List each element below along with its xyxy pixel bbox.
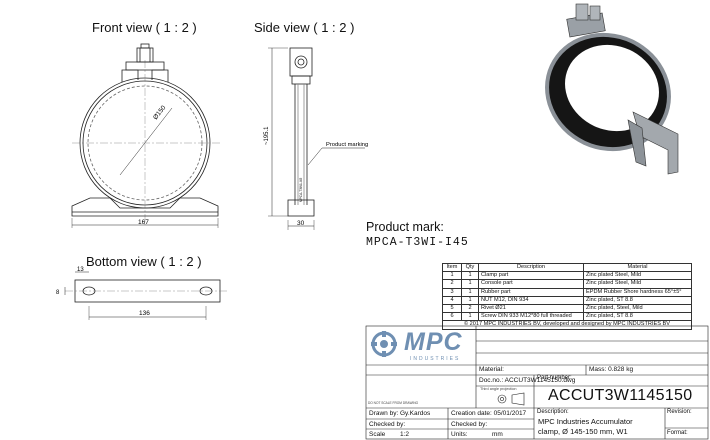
units-value: mm [492,431,503,438]
description-line-2: clamp, Ø 145-150 mm, W1 [538,427,628,436]
part-number: ACCUT3W1145150 [548,387,693,404]
mass-value: Mass: 0.828 kg [589,366,634,373]
scale-label: Scale [369,431,386,438]
bottom-dim-13: 13 [77,267,84,273]
description-label: Description: [537,409,569,415]
side-view-drawing: ~195.1 30 Product marking MPCA-T3W1-I45 [264,47,368,230]
front-view-title: Front view ( 1 : 2 ) [92,20,197,35]
drawn-by-label: Drawn by: [369,410,399,417]
revision-label: Revision: [667,409,692,415]
scale-value: 1:2 [400,431,410,438]
product-marking-label: Product marking [326,142,368,148]
product-mark-value: MPCA-T3WI-I45 [366,236,469,249]
mpc-logo-mark-icon [371,331,397,357]
bottom-view-drawing: 13 8 136 [56,267,227,320]
creation-date: Creation date: 05/01/2017 [451,410,527,417]
drawn-by-value: Gy.Kardos [400,410,431,417]
mpc-logo: MPC INDUSTRIES [370,328,474,364]
front-view-drawing: Ø150 167 [71,43,220,228]
bottom-dim-136: 136 [139,310,150,317]
format-label: Format: [667,430,688,436]
units-label: Units: [451,431,468,438]
side-marking-text: MPCA-T3W1-I45 [299,178,303,202]
front-dim-width: 167 [138,219,149,226]
logo-subtext: INDUSTRIES [410,356,461,362]
do-not-scale-note: DO NOT SCALE FROM DRAWING [368,401,419,405]
bottom-view-title: Bottom view ( 1 : 2 ) [86,254,202,269]
side-view-title: Side view ( 1 : 2 ) [254,20,355,35]
product-mark-title: Product mark: [366,220,444,234]
checked-by-label-1: Checked by: [369,421,406,428]
material-label: Material: [479,366,504,373]
bom-copyright: © 2017 MPC INDUSTRIES BV, developed and … [442,320,692,330]
iso-view-drawing [545,3,679,175]
description-line-1: MPC Industries Accumulator [538,417,633,426]
doc-number: Doc.no.: ACCUT3W1145150.dwg [479,377,576,384]
side-dim-width: 30 [297,220,305,227]
side-dim-height: ~195.1 [264,126,270,145]
part-number-label: Part number: [537,375,572,381]
projection-label: Third angle projection [480,387,517,391]
logo-text: MPC [404,328,463,356]
bom-copyright-row: © 2017 MPC INDUSTRIES BV, developed and … [442,320,692,330]
bottom-dim-8: 8 [56,290,60,296]
checked-by-label-2: Checked by: [451,421,488,428]
